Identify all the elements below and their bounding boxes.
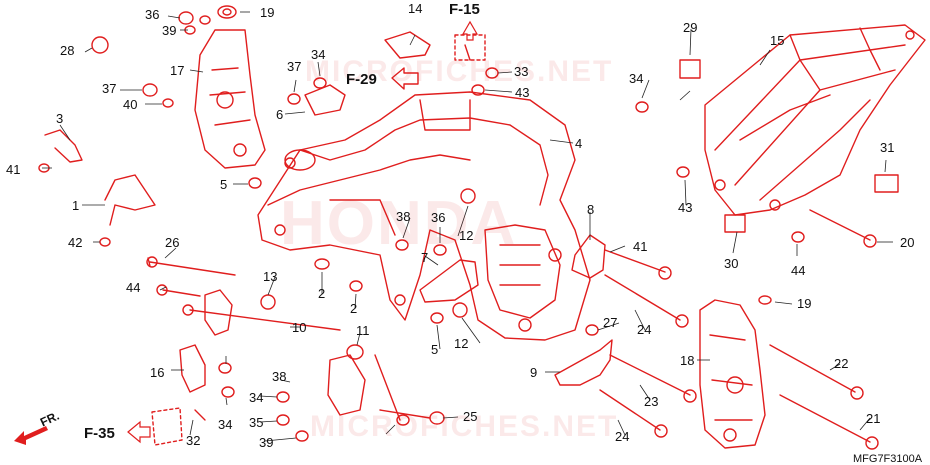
part-label: 22 [834, 356, 849, 371]
part-label: 3 [56, 111, 64, 126]
ref-f35: F-35 [84, 425, 115, 442]
part-label: 43 [678, 200, 693, 215]
part-label: 20 [900, 235, 915, 250]
part-label: 34 [249, 390, 264, 405]
part-label: 2 [350, 301, 358, 316]
part-label: 19 [260, 5, 275, 20]
part-label: 39 [259, 435, 274, 450]
part-label: 23 [644, 394, 659, 409]
part-label: 17 [170, 63, 185, 78]
part-label: 5 [431, 342, 439, 357]
part-label: 8 [587, 202, 595, 217]
ref-f15: F-15 [449, 1, 480, 18]
part-label: 11 [356, 323, 370, 338]
part-label: 19 [797, 296, 812, 311]
part-label: 44 [791, 263, 806, 278]
part-label: 2 [318, 286, 326, 301]
part-label: 31 [880, 140, 895, 155]
part-label: 15 [770, 33, 785, 48]
part-label: 37 [287, 59, 302, 74]
part-label: 44 [126, 280, 141, 295]
part-label: 41 [6, 162, 21, 177]
part-label: 39 [162, 23, 177, 38]
part-label: 27 [603, 315, 618, 330]
part-label: 10 [292, 320, 307, 335]
part-label: 29 [683, 20, 698, 35]
watermark-microfiches-bottom: MICROFICHES.NET [310, 410, 619, 443]
part-label: 16 [150, 365, 165, 380]
part-label: 4 [575, 136, 583, 151]
ref-f29: F-29 [346, 71, 377, 88]
part-label: 28 [60, 43, 75, 58]
part-label: 40 [123, 97, 138, 112]
part-label: 43 [515, 85, 530, 100]
part-label: 34 [629, 71, 644, 86]
part-label: 5 [220, 177, 228, 192]
part-label: 21 [866, 411, 881, 426]
front-arrow-icon [10, 417, 60, 447]
part-label: 37 [102, 81, 117, 96]
watermark-honda: HONDA [280, 189, 518, 258]
drawing-code: MFG7F3100A [853, 453, 923, 465]
part-label: 41 [633, 239, 648, 254]
part-label: 33 [514, 64, 529, 79]
part-label: 13 [263, 269, 278, 284]
rear-subframe-drawing [704, 24, 926, 216]
part-label: 42 [68, 235, 83, 250]
part-label: 35 [249, 415, 264, 430]
part-label: 25 [463, 409, 478, 424]
part-label: 1 [72, 198, 80, 213]
part-label: 34 [218, 417, 233, 432]
part-label: 30 [724, 256, 739, 271]
part-label: 18 [680, 353, 695, 368]
part-label: 12 [454, 336, 469, 351]
part-label: 24 [637, 322, 652, 337]
part-label: 32 [186, 433, 201, 448]
part-label: 12 [459, 228, 474, 243]
main-frame-drawing [257, 91, 591, 341]
part-label: 38 [396, 209, 411, 224]
part-label: 38 [272, 369, 287, 384]
part-label: 34 [311, 47, 326, 62]
part-label: 14 [408, 1, 423, 16]
right-bracket-drawing [699, 299, 766, 449]
left-bracket-drawing [194, 29, 266, 169]
part-label: 6 [276, 107, 284, 122]
watermark-microfiches-top: MICROFICHES.NET [305, 55, 614, 88]
part-label: 26 [165, 235, 180, 250]
part-label: 36 [145, 7, 160, 22]
part-label: 24 [615, 429, 630, 444]
part-label: 7 [421, 250, 429, 265]
part-label: 36 [431, 210, 446, 225]
part-label: 9 [530, 365, 538, 380]
